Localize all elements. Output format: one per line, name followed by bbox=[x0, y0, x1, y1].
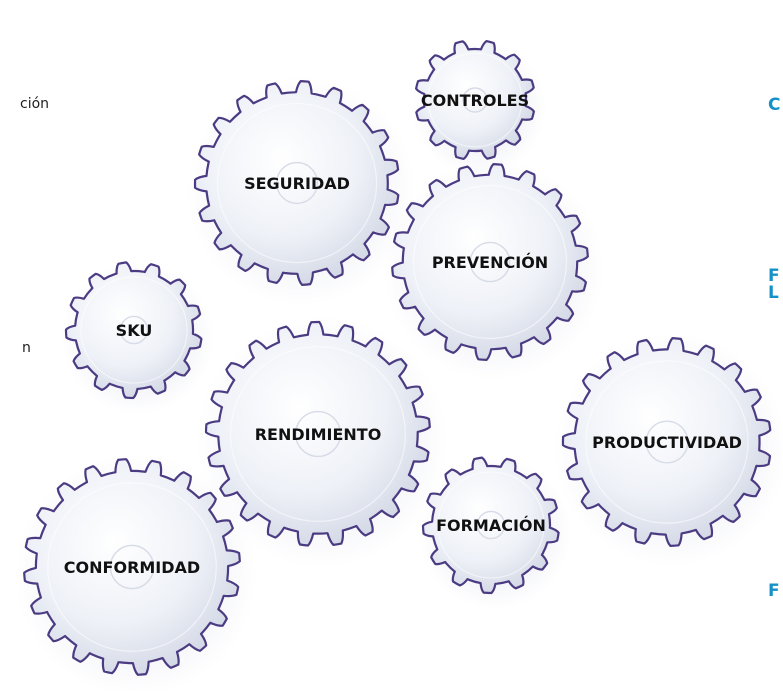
gear-controles-body bbox=[415, 40, 535, 160]
gear-rendimiento-rim bbox=[230, 346, 406, 522]
right-text-line-3: L bbox=[768, 283, 779, 303]
gear-formacion-rim bbox=[437, 471, 545, 579]
gear-conformidad-body bbox=[23, 458, 241, 676]
gear-sku-hub bbox=[119, 315, 149, 345]
gear-prevencion-rim bbox=[412, 184, 568, 340]
gear-conformidad-label: CONFORMIDAD bbox=[64, 558, 200, 577]
gear-seguridad-rim bbox=[216, 102, 378, 264]
right-text-line-4: F bbox=[768, 581, 780, 601]
gear-sku-label: SKU bbox=[116, 321, 153, 340]
right-text-line-1: C bbox=[768, 95, 781, 115]
gear-formacion-label: FORMACIÓN bbox=[436, 516, 546, 535]
gear-rendimiento-body bbox=[204, 320, 431, 547]
gear-formacion-hub bbox=[476, 510, 506, 540]
gear-controles-label: CONTROLES bbox=[421, 91, 529, 110]
gear-formacion: FORMACIÓN bbox=[421, 456, 560, 595]
gear-seguridad-hub bbox=[275, 161, 319, 205]
gear-productividad-hub bbox=[645, 420, 689, 464]
gear-seguridad-label: SEGURIDAD bbox=[244, 174, 350, 193]
gear-productividad: PRODUCTIVIDAD bbox=[561, 337, 772, 547]
gear-sku: SKU bbox=[64, 261, 203, 400]
gear-sku-body bbox=[64, 261, 203, 400]
gear-group: CONTROLES SEGURIDAD PREVENCIÓN SKU RENDIMIEN… bbox=[23, 40, 772, 676]
gear-rendimiento-label: RENDIMIENTO bbox=[255, 425, 382, 444]
gear-seguridad: SEGURIDAD bbox=[193, 80, 400, 286]
left-text-line-2: n bbox=[22, 340, 31, 356]
gear-formacion-body bbox=[421, 456, 560, 595]
gear-controles-rim bbox=[427, 52, 523, 148]
gear-controles: CONTROLES bbox=[415, 40, 535, 160]
gear-productividad-body bbox=[561, 337, 772, 547]
gear-conformidad-rim bbox=[47, 482, 217, 652]
gear-seguridad-body bbox=[193, 80, 400, 286]
left-text-line-1: ción bbox=[20, 96, 50, 112]
gear-controles-hub bbox=[462, 87, 488, 113]
gear-sku-rim bbox=[80, 276, 188, 384]
gear-conformidad-hub bbox=[109, 544, 155, 590]
gear-rendimiento-hub bbox=[294, 410, 342, 458]
gear-productividad-rim bbox=[585, 360, 749, 524]
gear-prevencion-label: PREVENCIÓN bbox=[432, 253, 548, 272]
gear-conformidad: CONFORMIDAD bbox=[23, 458, 241, 676]
right-text-line-2: F bbox=[768, 266, 780, 286]
gear-rendimiento: RENDIMIENTO bbox=[204, 320, 431, 547]
gear-prevencion: PREVENCIÓN bbox=[391, 163, 589, 361]
gear-productividad-label: PRODUCTIVIDAD bbox=[592, 433, 742, 452]
gear-prevencion-hub bbox=[469, 241, 511, 283]
gear-prevencion-body bbox=[391, 163, 589, 361]
